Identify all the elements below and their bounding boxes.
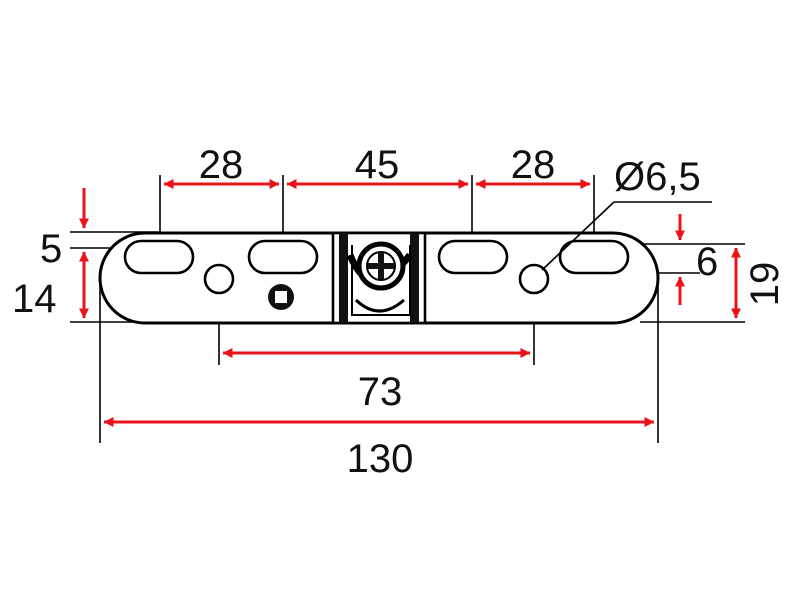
label-slot-offset: 5: [40, 227, 62, 271]
label-overall-length: 130: [347, 437, 414, 481]
label-overall-height: 19: [743, 262, 787, 307]
dimension-labels: 28 45 28 Ø6,5 5 14 6 73 130 19: [12, 143, 787, 481]
label-slot-height-right: 6: [696, 240, 718, 284]
slot-inner-left: [247, 239, 319, 275]
label-center-span: 45: [355, 143, 400, 187]
square-rivet-icon: [268, 284, 294, 310]
label-hole-spacing: 73: [358, 370, 403, 414]
label-slot-spacing-right: 28: [511, 143, 556, 187]
slot-inner-right: [437, 239, 509, 275]
hole-right: [518, 263, 550, 295]
hole-left: [203, 263, 235, 295]
dimension-lines: [79, 179, 741, 427]
diameter-leader: [541, 201, 712, 271]
slot-outer-left: [123, 239, 195, 275]
phillips-screw-icon: [356, 241, 406, 291]
label-hole-diameter: Ø6,5: [614, 155, 701, 199]
mounting-plate: [98, 231, 660, 325]
label-slot-spacing-left: 28: [199, 143, 244, 187]
label-slot-height-left: 14: [12, 277, 57, 321]
slot-outer-right: [558, 239, 630, 275]
